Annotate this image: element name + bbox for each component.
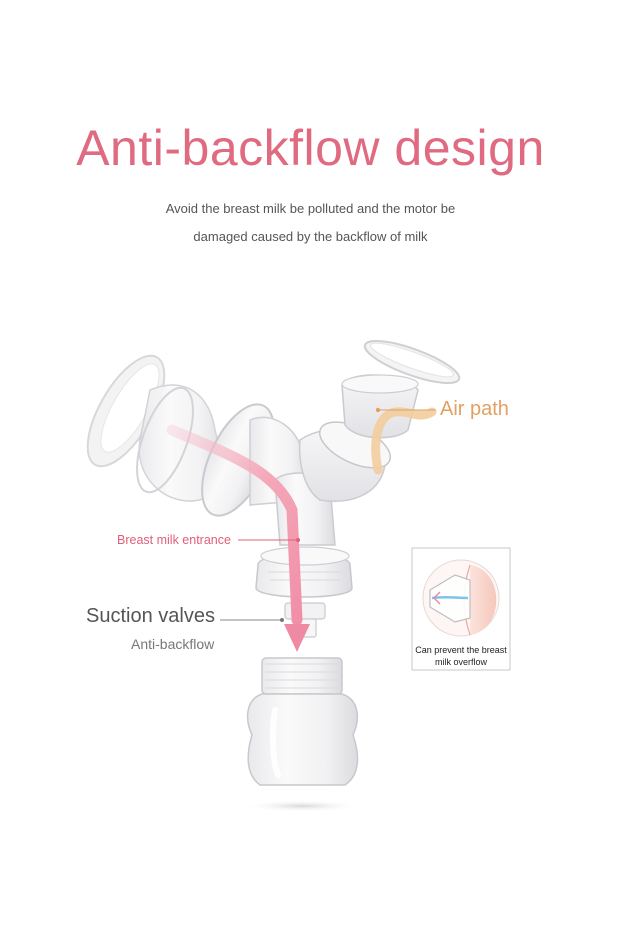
suction-valves-label: Suction valves: [86, 605, 215, 627]
breast-milk-entrance-label: Breast milk entrance: [117, 533, 231, 547]
milk-bottle: [242, 657, 362, 812]
air-path-arrow: [371, 407, 437, 475]
air-chamber-cap: [341, 339, 461, 439]
page-title: Anti-backflow design: [76, 120, 545, 176]
inset-caption: Can prevent the breast milk overflow: [415, 645, 507, 667]
subtitle-line-2: damaged caused by the backflow of milk: [193, 229, 428, 244]
air-path-label: Air path: [440, 398, 509, 420]
milk-flow-arrow: [166, 424, 310, 652]
anti-backflow-label: Anti-backflow: [131, 636, 215, 652]
overflow-inset-box: [411, 547, 511, 671]
subtitle-line-1: Avoid the breast milk be polluted and th…: [165, 201, 456, 216]
valve-housing: [255, 546, 353, 598]
suction-valve: [220, 602, 326, 638]
